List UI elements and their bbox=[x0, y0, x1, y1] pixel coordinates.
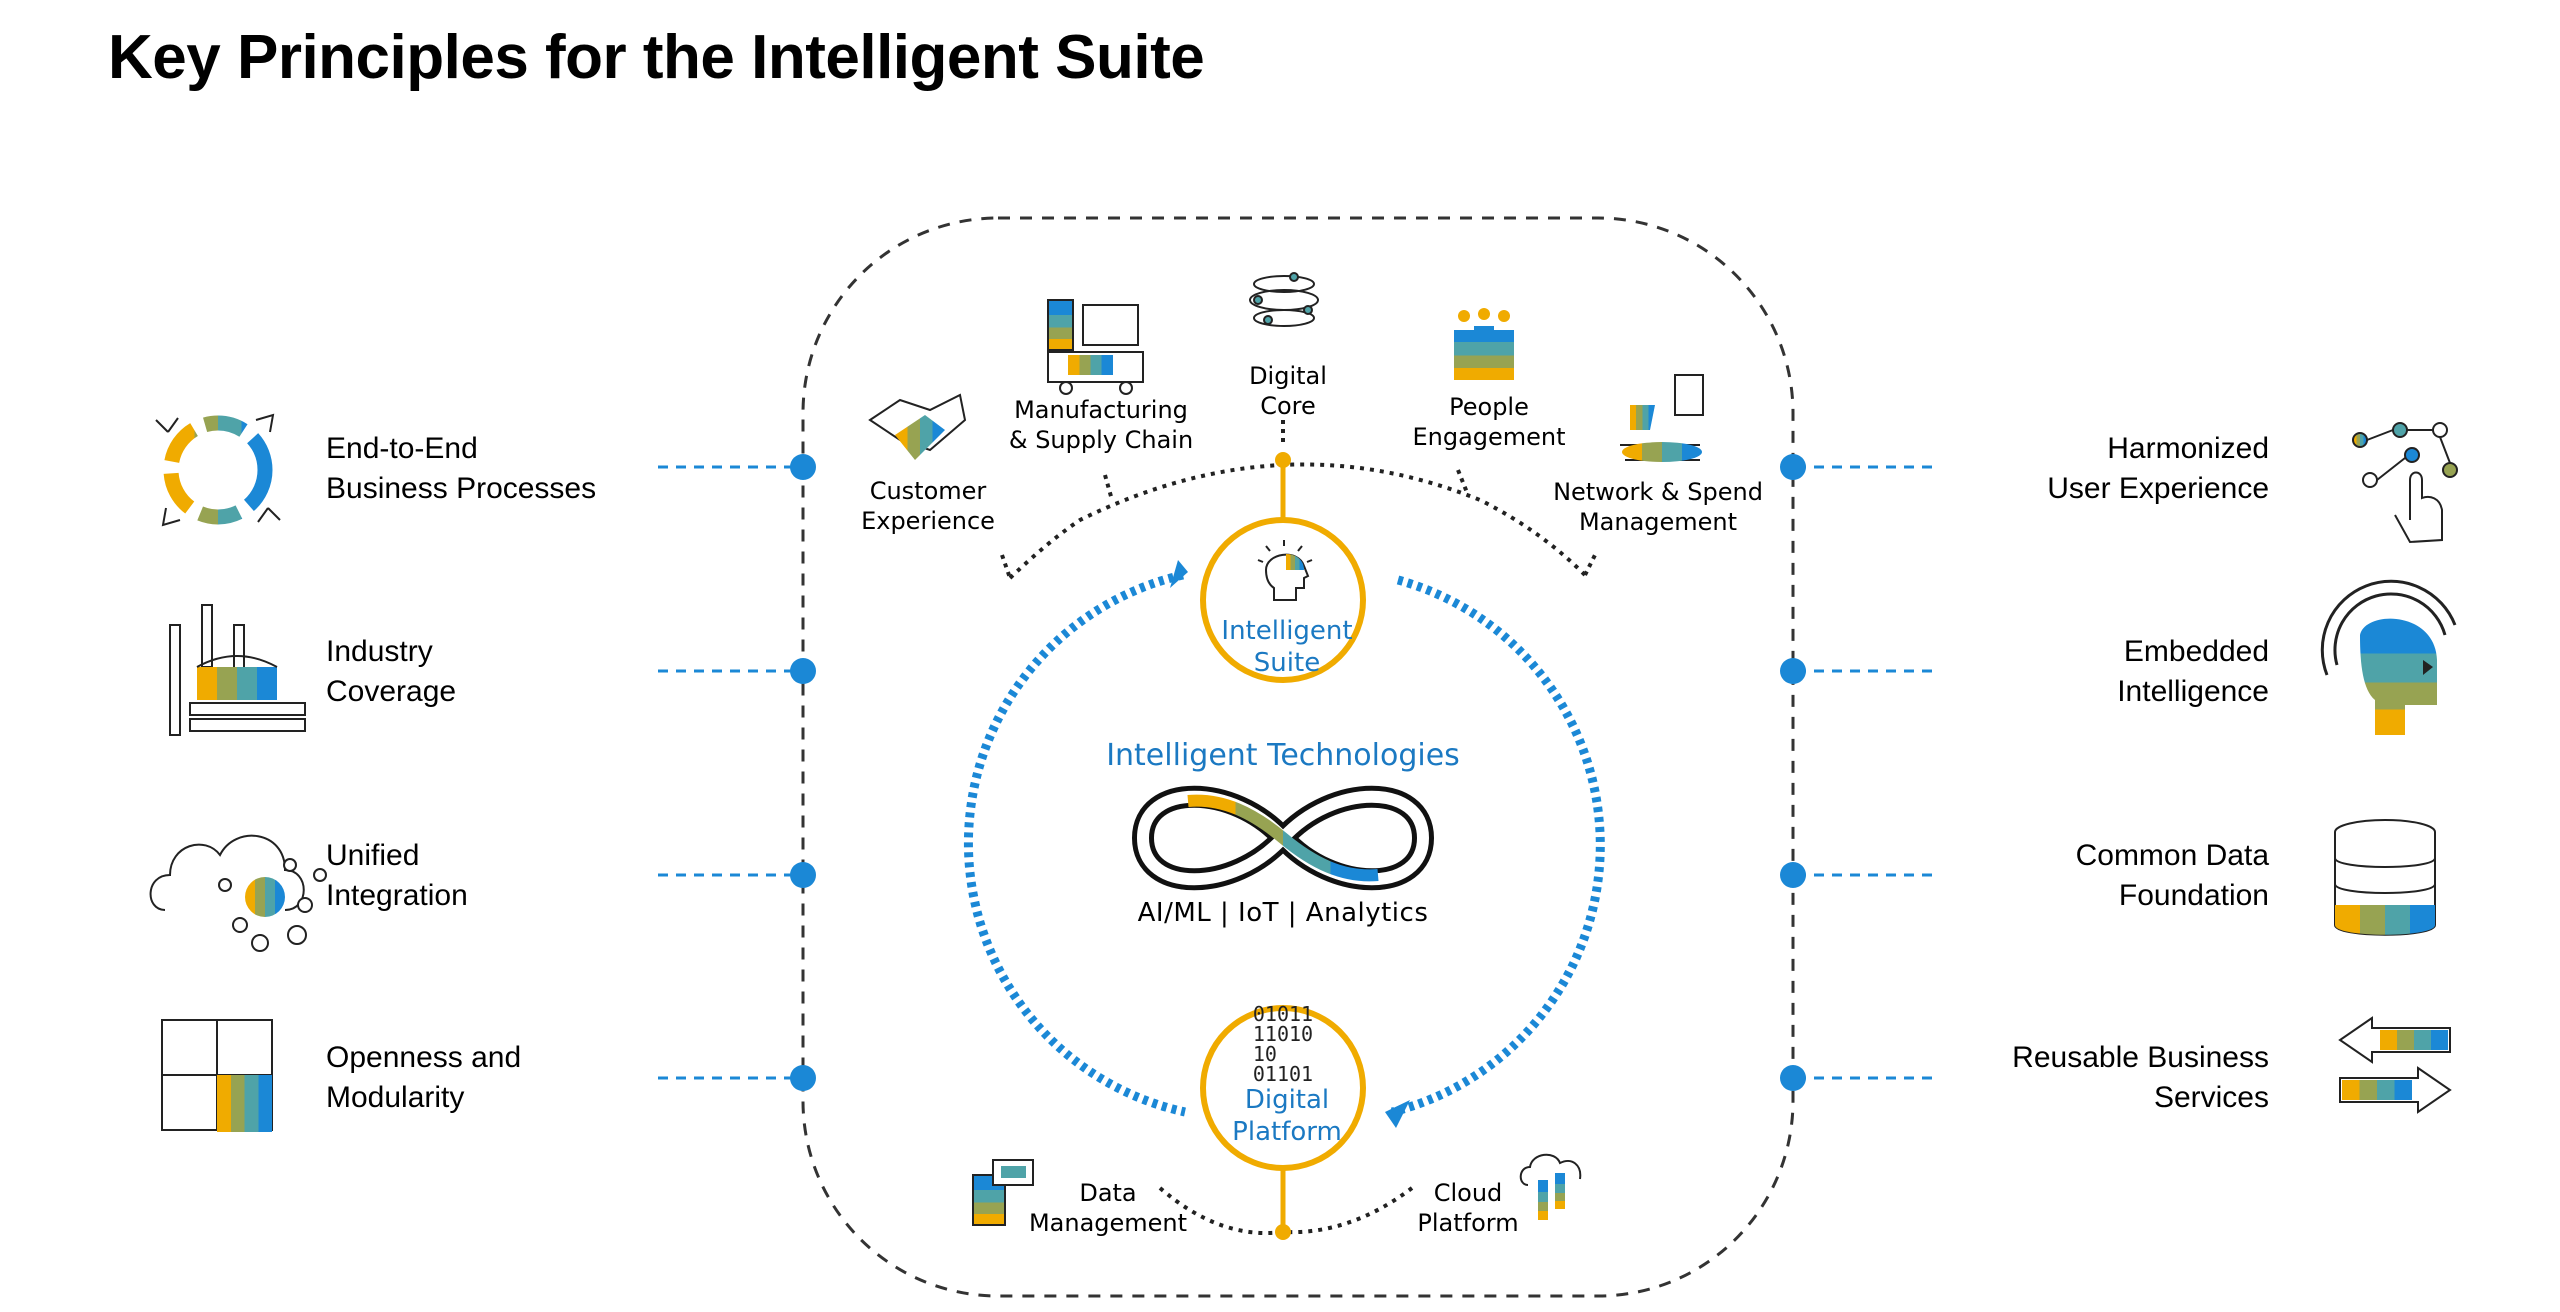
ai-head-icon bbox=[2320, 579, 2457, 735]
area-cloud-platform: Cloud Platform bbox=[1417, 1179, 1519, 1237]
principle-harmonized-ux: Harmonized User Experience bbox=[2047, 432, 2269, 505]
right-cycle-arrow bbox=[1390, 575, 1605, 1117]
truck-factory-icon bbox=[1047, 299, 1144, 395]
principle-reusable-services: Reusable Business Services bbox=[2012, 1041, 2269, 1114]
connector-dots bbox=[790, 454, 1806, 1091]
touch-interface-icon bbox=[2352, 422, 2458, 544]
suite-boundary bbox=[801, 216, 1795, 1298]
cloud-network-icon bbox=[149, 834, 327, 952]
page-title: Key Principles for the Intelligent Suite bbox=[108, 23, 1205, 92]
core-orbit-icon bbox=[1249, 272, 1319, 327]
area-data-management: Data Management bbox=[1028, 1179, 1188, 1237]
principle-industry-coverage: Industry Coverage bbox=[326, 635, 457, 708]
principle-unified-integration: Unified Integration bbox=[326, 839, 468, 912]
binary-icon: 01011 11010 10 01101 bbox=[1252, 1002, 1314, 1086]
technologies-subtitle: AI/ML | IoT | Analytics bbox=[1137, 898, 1429, 928]
exchange-arrows-icon bbox=[2338, 1016, 2452, 1114]
cloud-platform-icon bbox=[1519, 1153, 1582, 1220]
principle-end-to-end: End-to-End Business Processes bbox=[326, 432, 597, 505]
principle-openness-modularity: Openness and Modularity bbox=[326, 1041, 522, 1114]
puzzle-icon bbox=[161, 1019, 273, 1132]
area-customer-experience: Customer Experience bbox=[861, 477, 995, 535]
top-arc bbox=[1008, 462, 1587, 580]
people-icon bbox=[1454, 308, 1514, 380]
area-network-spend: Network & Spend Management bbox=[1553, 478, 1763, 536]
area-manufacturing: Manufacturing & Supply Chain bbox=[1008, 396, 1194, 454]
circular-arrows-icon bbox=[155, 413, 281, 527]
infinity-icon bbox=[1131, 785, 1435, 891]
principle-common-data: Common Data Foundation bbox=[2075, 839, 2269, 912]
database-icon bbox=[2334, 819, 2436, 936]
area-digital-core: Digital Core bbox=[1249, 362, 1327, 420]
network-spend-icon bbox=[1620, 374, 1704, 462]
hub-digital-platform-label: Digital Platform bbox=[1232, 1085, 1342, 1147]
principle-embedded-intelligence: Embedded Intelligence bbox=[2117, 635, 2269, 708]
area-people-engagement: People Engagement bbox=[1412, 393, 1566, 451]
left-cycle-arrow bbox=[963, 570, 1186, 1117]
technologies-title: Intelligent Technologies bbox=[1106, 738, 1460, 773]
data-management-icon bbox=[972, 1159, 1034, 1226]
handshake-icon bbox=[868, 393, 967, 460]
suite-head-icon bbox=[1257, 540, 1313, 601]
hub-intelligent-suite-label: Intelligent Suite bbox=[1221, 616, 1353, 678]
left-connectors bbox=[658, 465, 1940, 1080]
digital-platform-hub bbox=[1200, 1005, 1366, 1171]
factory-icon bbox=[169, 604, 306, 736]
